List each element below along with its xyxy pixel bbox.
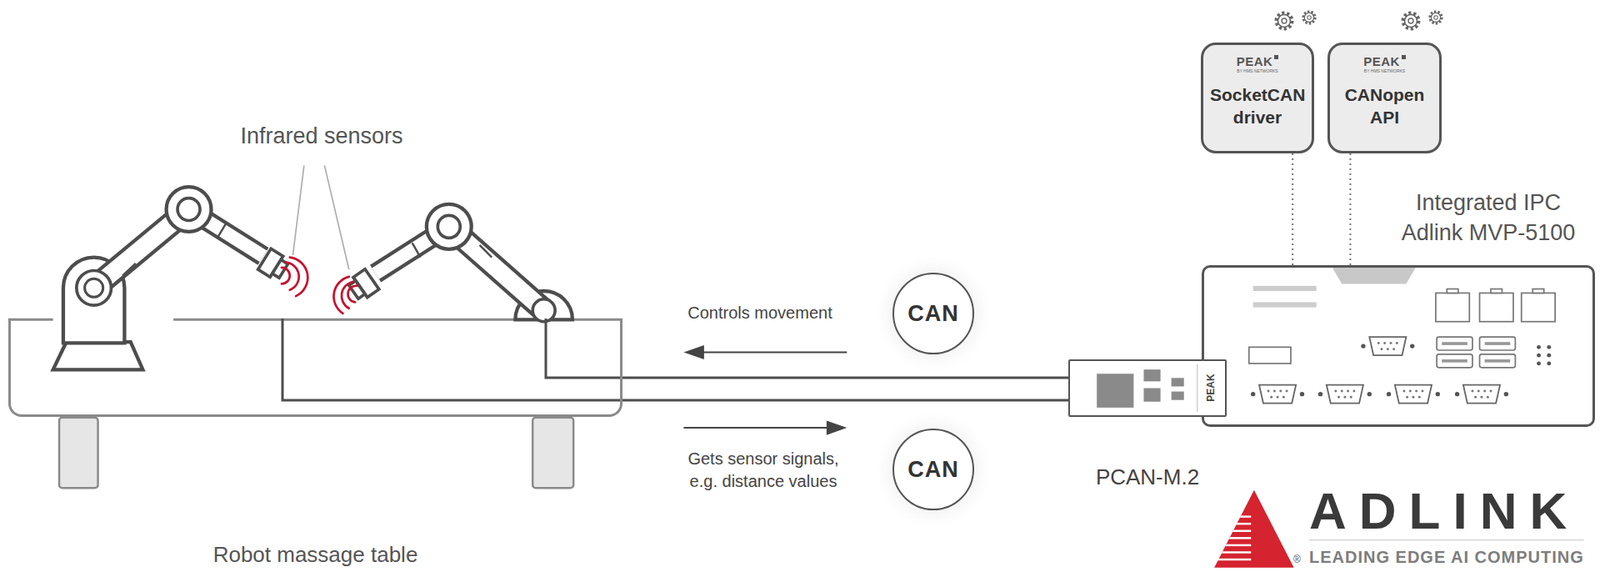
ipc-housing: Integrated IPC Adlink MVP-5100	[1201, 265, 1595, 427]
arrow-label: Gets sensor signals, e.g. distance value…	[675, 447, 851, 493]
arrow-label: Controls movement	[687, 303, 832, 323]
can-wire	[545, 318, 1069, 378]
card-components	[1070, 360, 1225, 415]
ipc-heading: Integrated IPC Adlink MVP-5100	[1384, 187, 1593, 248]
software-box: PEAKBY HMS NETWORKS CANopen API	[1327, 42, 1442, 154]
box-title: CANopen API	[1336, 83, 1433, 129]
software-box: PEAKBY HMS NETWORKS SocketCAN driver	[1200, 42, 1315, 154]
callout-label: Infrared sensors	[240, 123, 403, 150]
dotted-link	[1349, 153, 1351, 265]
logo-tagline: LEADING EDGE AI COMPUTING	[1309, 547, 1585, 567]
table-label: Robot massage table	[10, 541, 620, 568]
can-label: CAN	[907, 300, 960, 327]
card-label: PCAN-M.2	[1095, 464, 1200, 490]
dotted-link	[1291, 153, 1294, 265]
pcan-card: PEAKPCAN-M.2	[1068, 359, 1227, 417]
registered-mark: ®	[1293, 553, 1301, 565]
massage-table: Robot massage table	[8, 318, 623, 417]
peak-subline: BY HMS NETWORKS	[1336, 68, 1433, 74]
card-logo: PEAK	[1205, 373, 1217, 401]
peak-logo: PEAK	[1336, 55, 1433, 69]
can-label: CAN	[907, 456, 960, 483]
can-circle: CAN	[892, 272, 975, 355]
peak-subline: BY HMS NETWORKS	[1210, 68, 1305, 74]
logo-wordmark: ADLINK	[1309, 485, 1580, 537]
peak-logo: PEAK	[1210, 55, 1305, 69]
can-circle: CAN	[892, 428, 975, 510]
box-title: SocketCAN driver	[1210, 83, 1305, 129]
